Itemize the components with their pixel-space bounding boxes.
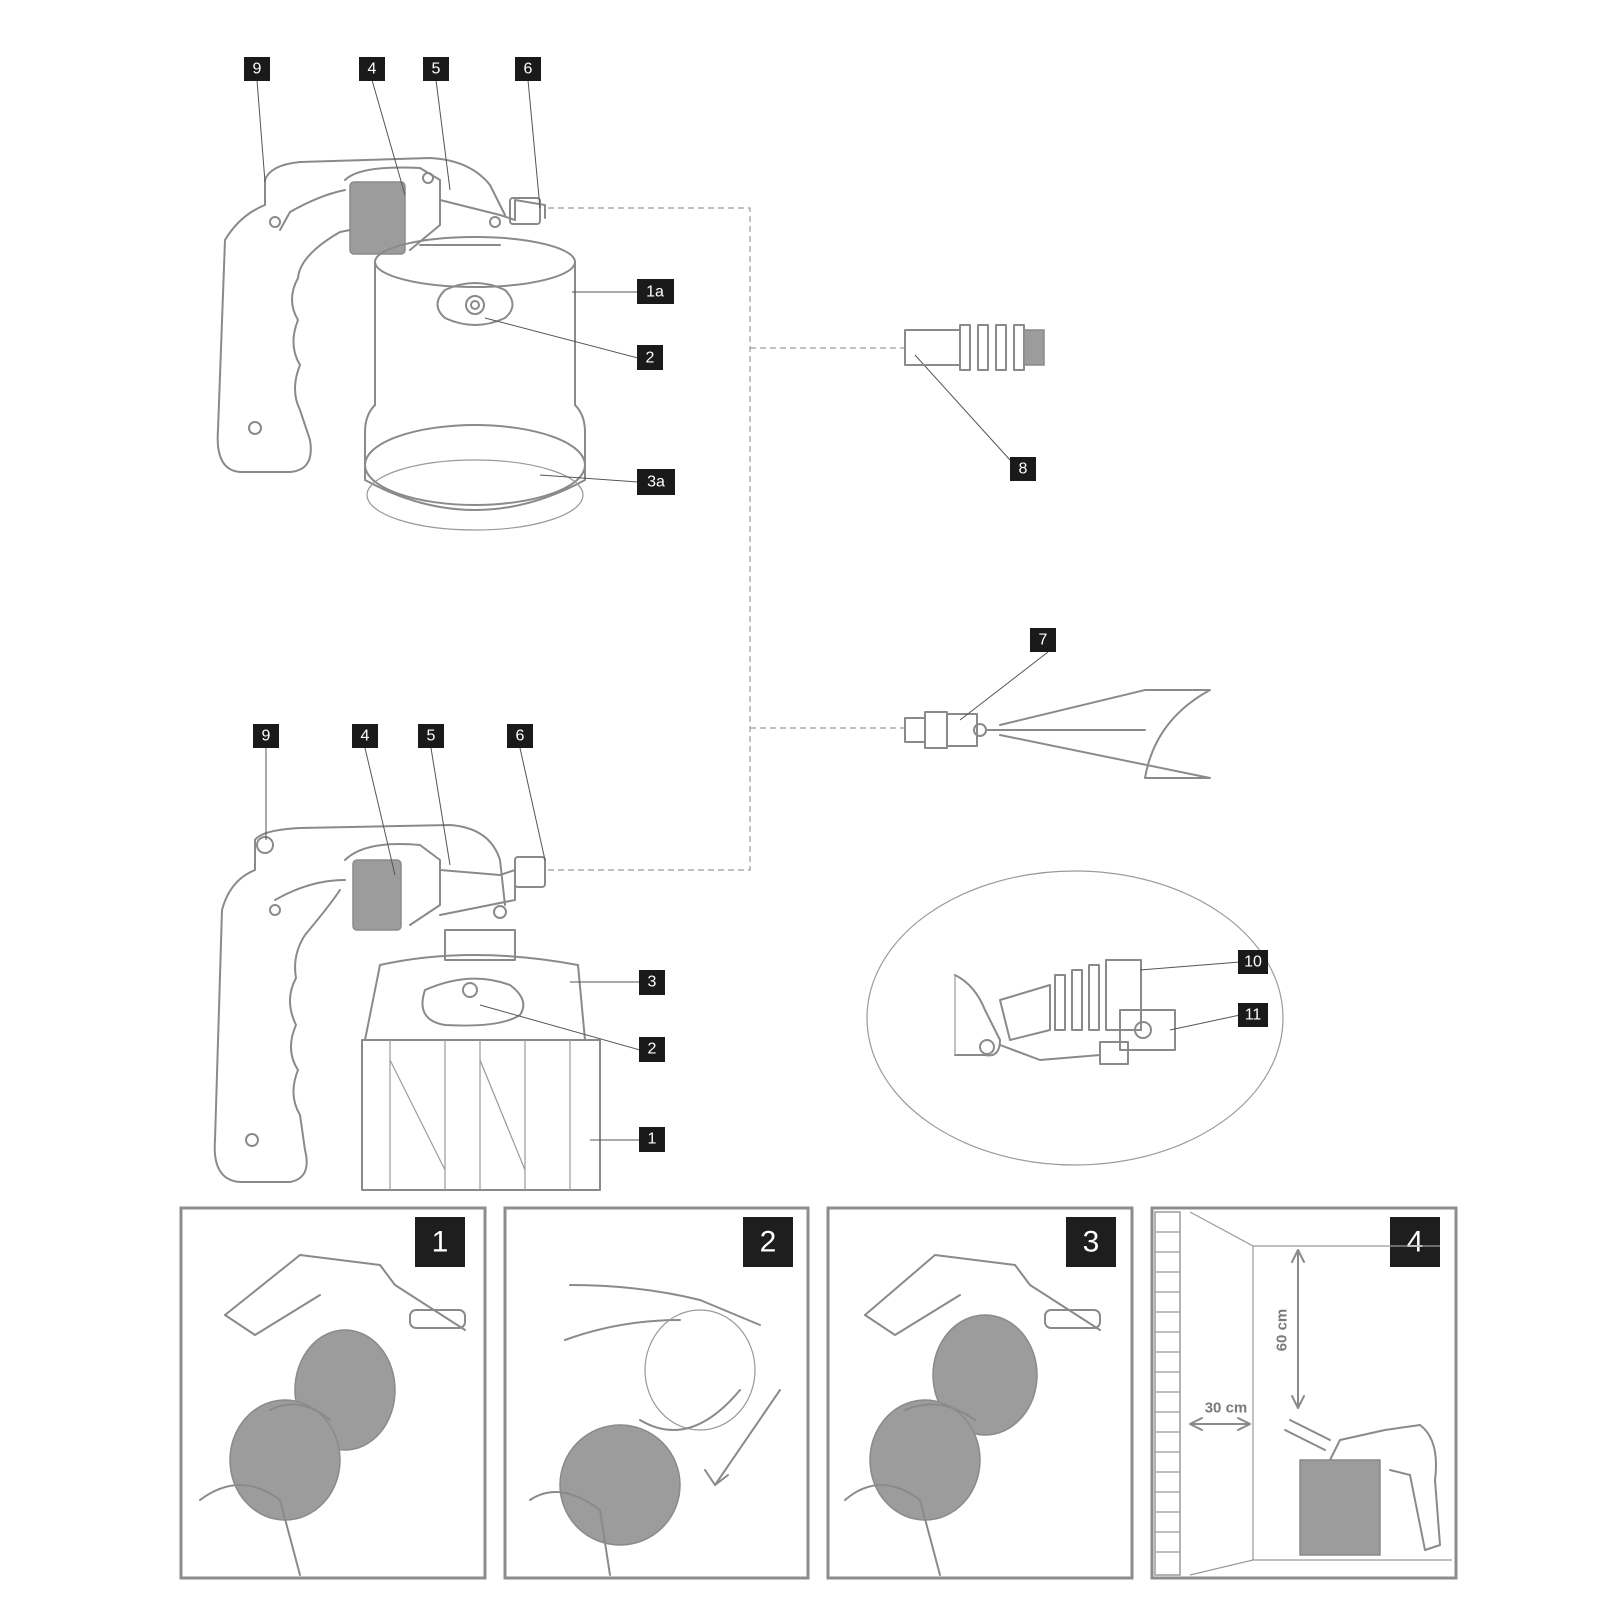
svg-text:1a: 1a: [646, 284, 664, 301]
svg-text:6: 6: [524, 61, 533, 78]
svg-text:4: 4: [368, 61, 377, 78]
step-panel-4: 4 60 cm 30 cm: [1150, 1206, 1458, 1580]
svg-text:3: 3: [1083, 1226, 1100, 1259]
trigger-button: [349, 181, 406, 255]
callout-9-top: 9: [244, 57, 270, 81]
callout-5-bottom: 5: [418, 724, 444, 748]
callout-2-top: 2: [637, 345, 663, 370]
callout-11: 11: [1238, 1003, 1268, 1027]
svg-text:8: 8: [1019, 461, 1028, 478]
callout-1: 1: [639, 1127, 665, 1152]
svg-text:9: 9: [253, 61, 262, 78]
callout-6-top: 6: [515, 57, 541, 81]
torch-bottom-illustration: [213, 824, 601, 1191]
dimension-horizontal: 30 cm: [1205, 1400, 1248, 1417]
callout-4-bottom: 4: [352, 724, 378, 748]
callout-3a: 3a: [637, 469, 675, 495]
callout-3: 3: [639, 970, 665, 995]
svg-text:3: 3: [648, 974, 657, 991]
dimension-vertical: 60 cm: [1274, 1309, 1291, 1352]
svg-text:9: 9: [262, 728, 271, 745]
callout-9-bottom: 9: [253, 724, 279, 748]
step-panel-2: 2: [503, 1206, 810, 1580]
svg-text:10: 10: [1244, 954, 1262, 971]
step-panel-1: 1: [179, 1206, 487, 1580]
trigger-button-bottom: [352, 859, 402, 931]
callout-4-top: 4: [359, 57, 385, 81]
detail-view: 10 11: [866, 870, 1284, 1166]
callout-8: 8: [1010, 457, 1036, 481]
svg-text:5: 5: [432, 61, 441, 78]
callout-5-top: 5: [423, 57, 449, 81]
burner-head-8: [904, 324, 1045, 371]
svg-text:2: 2: [760, 1226, 777, 1259]
svg-text:4: 4: [1407, 1226, 1424, 1259]
callouts-bottom: 9 4 5 6 3 2 1: [253, 724, 665, 1152]
svg-text:1: 1: [432, 1226, 449, 1259]
callout-10: 10: [1238, 950, 1268, 974]
callout-7: 7: [1030, 628, 1056, 652]
step-panel-3: 3: [826, 1206, 1134, 1580]
callout-6-bottom: 6: [507, 724, 533, 748]
callouts-top: 9 4 5 6 1a 2 3a 8: [244, 57, 1036, 495]
svg-text:3a: 3a: [647, 474, 665, 491]
callout-1a: 1a: [637, 279, 674, 304]
svg-text:6: 6: [516, 728, 525, 745]
connection-lines: [545, 207, 905, 871]
svg-text:2: 2: [646, 350, 655, 367]
torch-top-illustration: [216, 157, 586, 531]
callout-2-bottom: 2: [639, 1037, 665, 1062]
svg-text:5: 5: [427, 728, 436, 745]
svg-text:11: 11: [1245, 1007, 1262, 1024]
svg-text:7: 7: [1039, 632, 1048, 649]
svg-text:4: 4: [361, 728, 370, 745]
flat-nozzle-7: 7: [904, 628, 1211, 779]
svg-text:2: 2: [648, 1041, 657, 1058]
svg-text:1: 1: [648, 1131, 657, 1148]
